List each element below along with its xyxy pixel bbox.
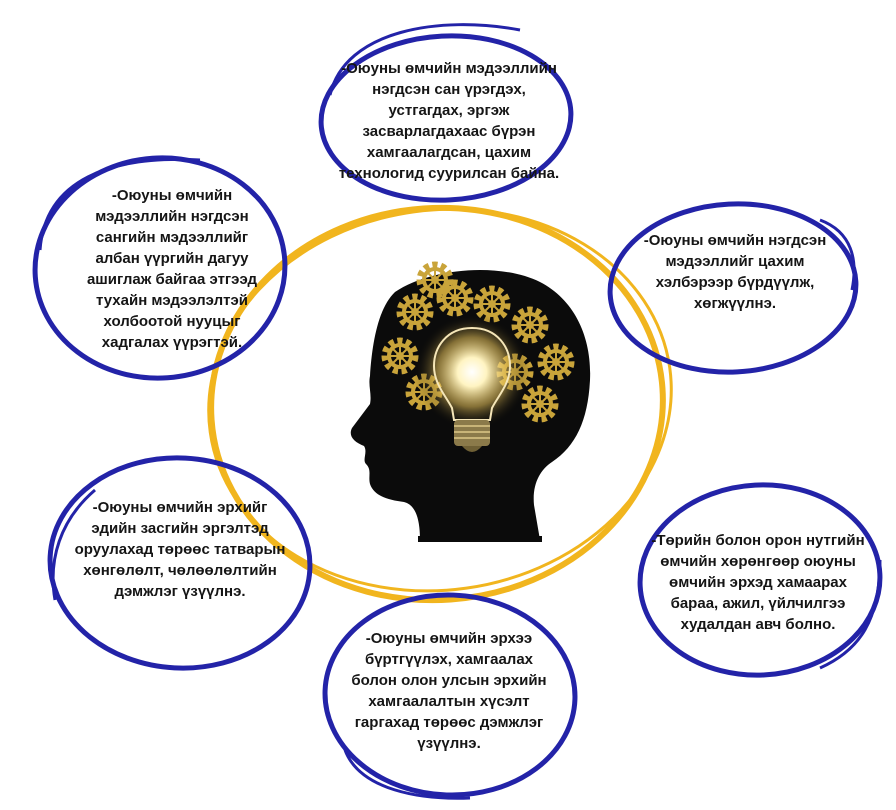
bubble-top	[318, 23, 574, 203]
bubble-outlines	[32, 23, 883, 800]
bubble-lower-left	[47, 455, 313, 671]
bubble-bottom	[322, 592, 578, 800]
lightbulb-icon	[414, 314, 530, 452]
bubble-lower-left-text: -Оюуны өмчийн эрхийг эдийн засгийн эргэл…	[74, 499, 286, 600]
bubble-right	[607, 201, 859, 375]
bubble-lower-right	[637, 482, 883, 678]
bubble-right-text: -Оюуны өмчийн нэгдсэн мэдээллийг цахим х…	[643, 232, 827, 312]
bubble-left	[32, 155, 288, 381]
bubble-top-text: -Оюуны өмчийн мэдээллийн нэгдсэн сан үрэ…	[338, 60, 560, 182]
bubble-bottom-text: -Оюуны өмчийн эрхээ бүртгүүлэх, хамгаала…	[351, 630, 547, 752]
bubble-left-text: -Оюуны өмчийн мэдээллийн нэгдсэн сангийн…	[86, 187, 258, 351]
bubble-lower-right-text: -Төрийн болон орон нутгийн өмчийн хөрөнг…	[651, 532, 865, 633]
central-ring	[207, 204, 673, 604]
